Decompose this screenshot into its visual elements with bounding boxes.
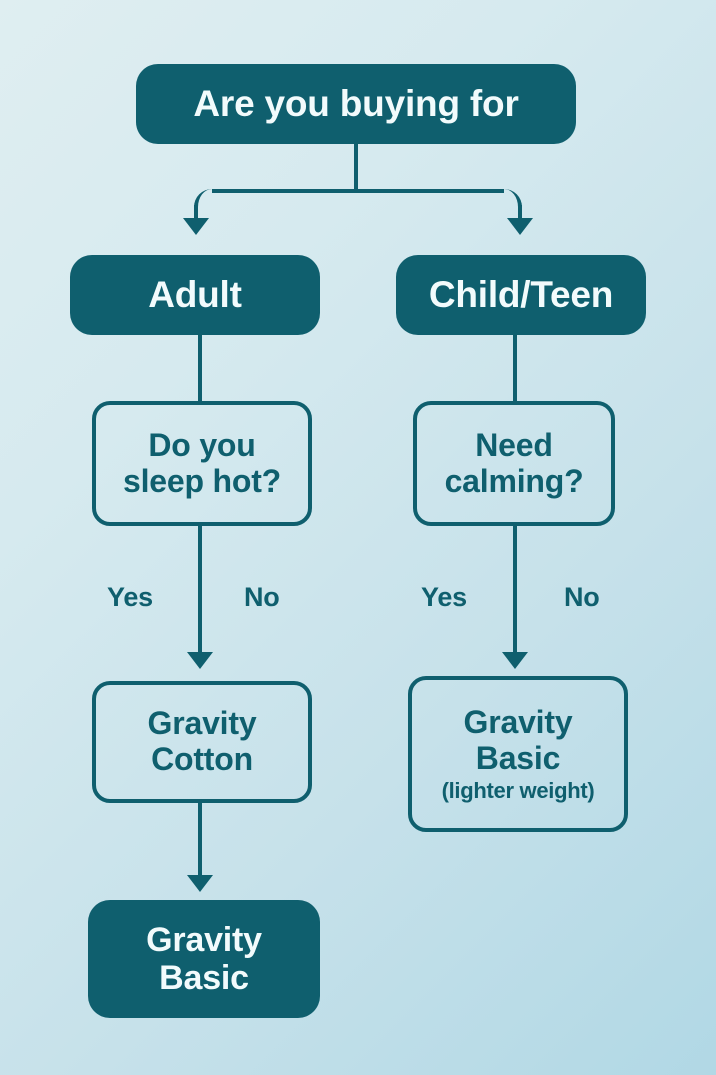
node-adult[interactable]: Adult bbox=[70, 255, 320, 335]
node-gravity-basic-lighter-line2: Basic bbox=[475, 739, 561, 776]
node-gravity-basic-line1: Gravity bbox=[146, 920, 262, 959]
connector-elbow-left bbox=[194, 189, 214, 211]
branch-label-left-yes: Yes bbox=[107, 582, 153, 612]
arrowhead-to-gravity-basic bbox=[187, 875, 213, 892]
node-need-calming-line1: Need bbox=[475, 426, 553, 463]
branch-label-left-no: No bbox=[244, 582, 280, 612]
connector-childteen-to-needcalming bbox=[513, 335, 517, 403]
node-gravity-basic[interactable]: Gravity Basic bbox=[88, 900, 320, 1018]
node-gravity-basic-lighter-line1: Gravity bbox=[463, 703, 573, 740]
arrowhead-to-childteen bbox=[507, 218, 533, 235]
node-child-teen-label: Child/Teen bbox=[428, 274, 614, 316]
connector-to-childteen bbox=[518, 205, 522, 224]
node-adult-label: Adult bbox=[148, 274, 242, 316]
arrowhead-to-adult bbox=[183, 218, 209, 235]
node-root-label: Are you buying for bbox=[193, 83, 519, 125]
branch-label-right-yes: Yes bbox=[421, 582, 467, 612]
node-root[interactable]: Are you buying for bbox=[136, 64, 576, 144]
arrowhead-to-gravity-cotton bbox=[187, 652, 213, 669]
connector-adult-to-sleephot bbox=[198, 335, 202, 403]
node-sleep-hot-line1: Do you bbox=[148, 426, 256, 463]
node-gravity-cotton-line1: Gravity bbox=[147, 705, 257, 742]
branch-label-right-no: No bbox=[564, 582, 600, 612]
node-child-teen[interactable]: Child/Teen bbox=[396, 255, 646, 335]
connector-split-bar bbox=[212, 189, 504, 193]
node-gravity-cotton-line2: Cotton bbox=[151, 741, 253, 777]
node-gravity-basic-lighter-sub: (lighter weight) bbox=[441, 777, 595, 803]
node-sleep-hot-line2: sleep hot? bbox=[122, 462, 282, 499]
node-gravity-basic-line2: Basic bbox=[159, 959, 249, 997]
connector-elbow-right bbox=[502, 189, 522, 211]
connector-to-adult bbox=[194, 205, 198, 224]
node-sleep-hot-question[interactable]: Do you sleep hot? bbox=[92, 401, 312, 526]
connector-needcalming-to-gravbasic-light bbox=[513, 526, 517, 658]
connector-gravcotton-to-gravbasic bbox=[198, 803, 202, 881]
node-gravity-cotton[interactable]: Gravity Cotton bbox=[92, 681, 312, 803]
arrowhead-to-gravity-basic-light bbox=[502, 652, 528, 669]
node-need-calming-line2: calming? bbox=[444, 462, 584, 499]
node-need-calming-question[interactable]: Need calming? bbox=[413, 401, 615, 526]
connector-root-stem bbox=[354, 144, 358, 193]
connector-sleephot-to-gravcotton bbox=[198, 526, 202, 658]
node-gravity-basic-lighter[interactable]: Gravity Basic (lighter weight) bbox=[408, 676, 628, 832]
